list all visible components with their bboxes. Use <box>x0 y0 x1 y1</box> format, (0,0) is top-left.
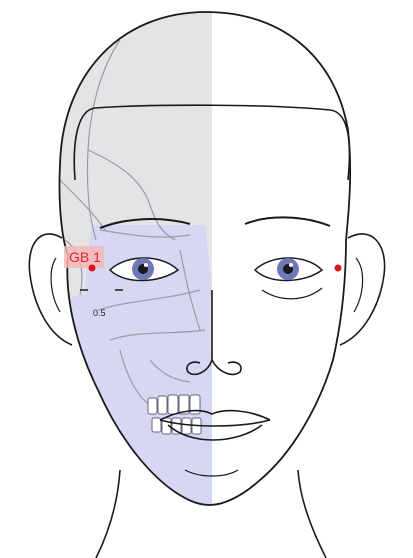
neck-right-line <box>298 470 326 558</box>
measurement-label: 0.5 <box>93 308 106 318</box>
acupoint-marker-left <box>89 265 96 272</box>
right-eyebrow <box>245 217 330 226</box>
right-ear-inner <box>354 258 363 312</box>
right-eye <box>255 258 322 299</box>
acupoint-marker-right <box>335 265 342 272</box>
acupoint-label: GB 1 <box>69 249 101 265</box>
left-ear-inner <box>51 258 60 312</box>
neck-left-line <box>96 470 120 558</box>
nose-right <box>212 360 241 374</box>
